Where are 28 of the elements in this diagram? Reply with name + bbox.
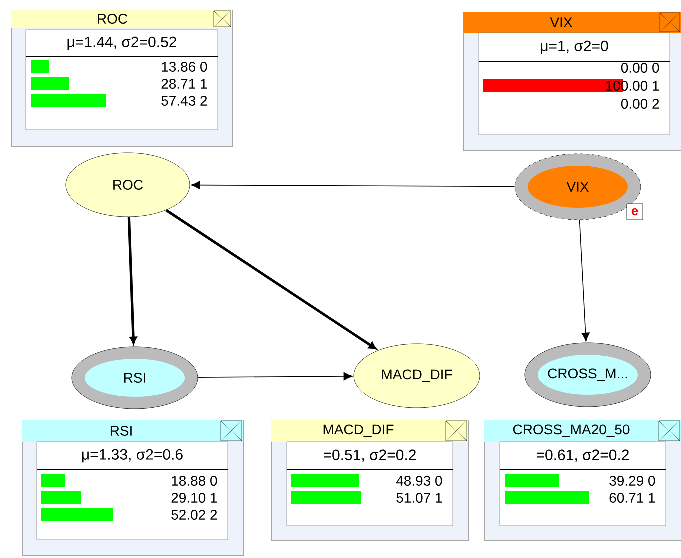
evidence-badge: e: [626, 204, 644, 220]
arrow: [166, 209, 377, 350]
statistics-text: =0.61, σ2=0.2: [537, 450, 629, 462]
statistics-text: =0.51, σ2=0.2: [324, 450, 416, 462]
window-title: RSI: [110, 426, 132, 436]
probability-value: 57.43 2: [162, 96, 208, 106]
probability-value: 60.71 1: [610, 493, 656, 503]
statistics-text: μ=1.44, σ2=0.52: [68, 36, 176, 50]
probability-value: 0.00 0: [621, 63, 660, 73]
probability-value: 28.71 1: [162, 79, 208, 89]
probability-value: 39.29 0: [610, 476, 656, 486]
statistics-text: μ=1.33, σ2=0.6: [82, 449, 183, 463]
probability-value: 29.10 1: [172, 493, 218, 503]
window-title: MACD_DIF: [324, 424, 394, 438]
probability-value: 52.02 2: [172, 510, 218, 520]
arrow: [579, 220, 590, 342]
probability-value: 48.93 0: [396, 476, 442, 486]
arrow: [198, 372, 353, 381]
probability-value: 0.00 2: [621, 99, 660, 109]
probability-value: 51.07 1: [396, 493, 442, 503]
arrow: [191, 181, 516, 190]
window-title: CROSS_MA20_50: [513, 424, 630, 438]
arrow: [128, 217, 138, 344]
window-title: VIX: [550, 18, 572, 28]
window-title: ROC: [98, 14, 128, 24]
probability-value: 13.86 0: [162, 62, 208, 72]
statistics-text: μ=1, σ2=0: [541, 40, 608, 54]
probability-value: 18.88 0: [172, 476, 218, 486]
